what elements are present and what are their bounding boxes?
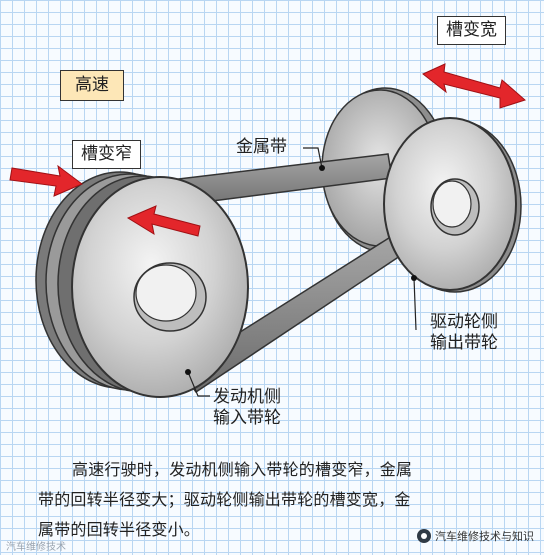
watermark-right-text: 汽车维修技术与知识 xyxy=(435,530,534,543)
groove-narrow-label: 槽变窄 xyxy=(72,140,141,169)
output-pulley-front-disc xyxy=(383,117,522,293)
drive-side-label-line2: 输出带轮 xyxy=(430,333,498,354)
high-speed-label: 高速 xyxy=(60,70,124,101)
engine-side-input-pulley-label: 发动机侧 输入带轮 xyxy=(213,387,281,430)
drive-side-label-line1: 驱动轮侧 xyxy=(430,312,498,332)
watermark-right: 汽车维修技术与知识 xyxy=(417,528,534,544)
caption-line-2: 带的回转半径变大；驱动轮侧输出带轮的槽变宽，金 xyxy=(38,490,411,509)
wide-double-arrow xyxy=(422,63,526,109)
drive-side-output-pulley-label: 驱动轮侧 输出带轮 xyxy=(430,312,498,355)
narrow-arrow-left xyxy=(9,164,83,197)
caption-line-3: 属带的回转半径变小。 xyxy=(38,520,201,539)
engine-side-label-line2: 输入带轮 xyxy=(213,408,281,429)
wechat-icon xyxy=(417,529,431,543)
metal-belt-label: 金属带 xyxy=(236,137,287,157)
caption-line-1: 高速行驶时，发动机侧输入带轮的槽变窄，金属 xyxy=(72,460,413,479)
input-pulley-front-disc xyxy=(71,176,249,398)
narrow-arrow-right xyxy=(126,205,201,237)
watermark-left: 汽车维修技术 xyxy=(6,542,66,553)
engine-side-label-line1: 发动机侧 xyxy=(213,387,281,407)
leader-dots xyxy=(185,165,417,375)
caption-paragraph: 高速行驶时，发动机侧输入带轮的槽变窄，金属 带的回转半径变大；驱动轮侧输出带轮的… xyxy=(38,455,528,545)
leader-lines xyxy=(187,147,417,397)
groove-wide-label: 槽变宽 xyxy=(437,16,506,45)
